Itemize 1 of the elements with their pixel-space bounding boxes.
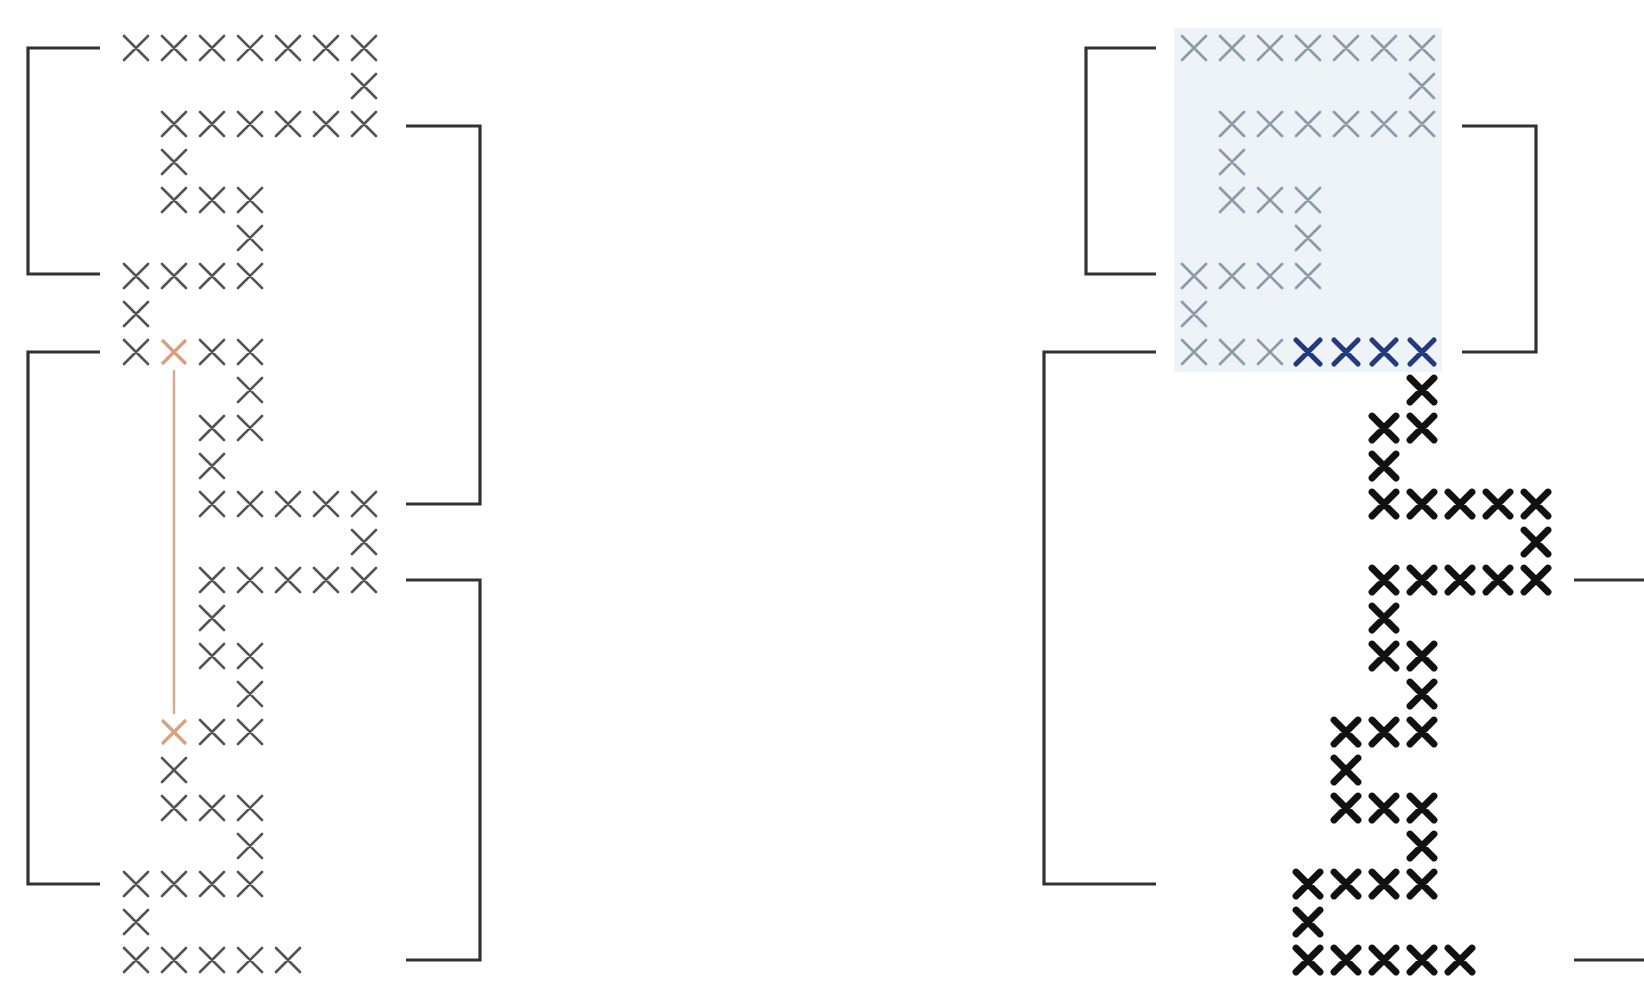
connector-line bbox=[172, 370, 176, 714]
